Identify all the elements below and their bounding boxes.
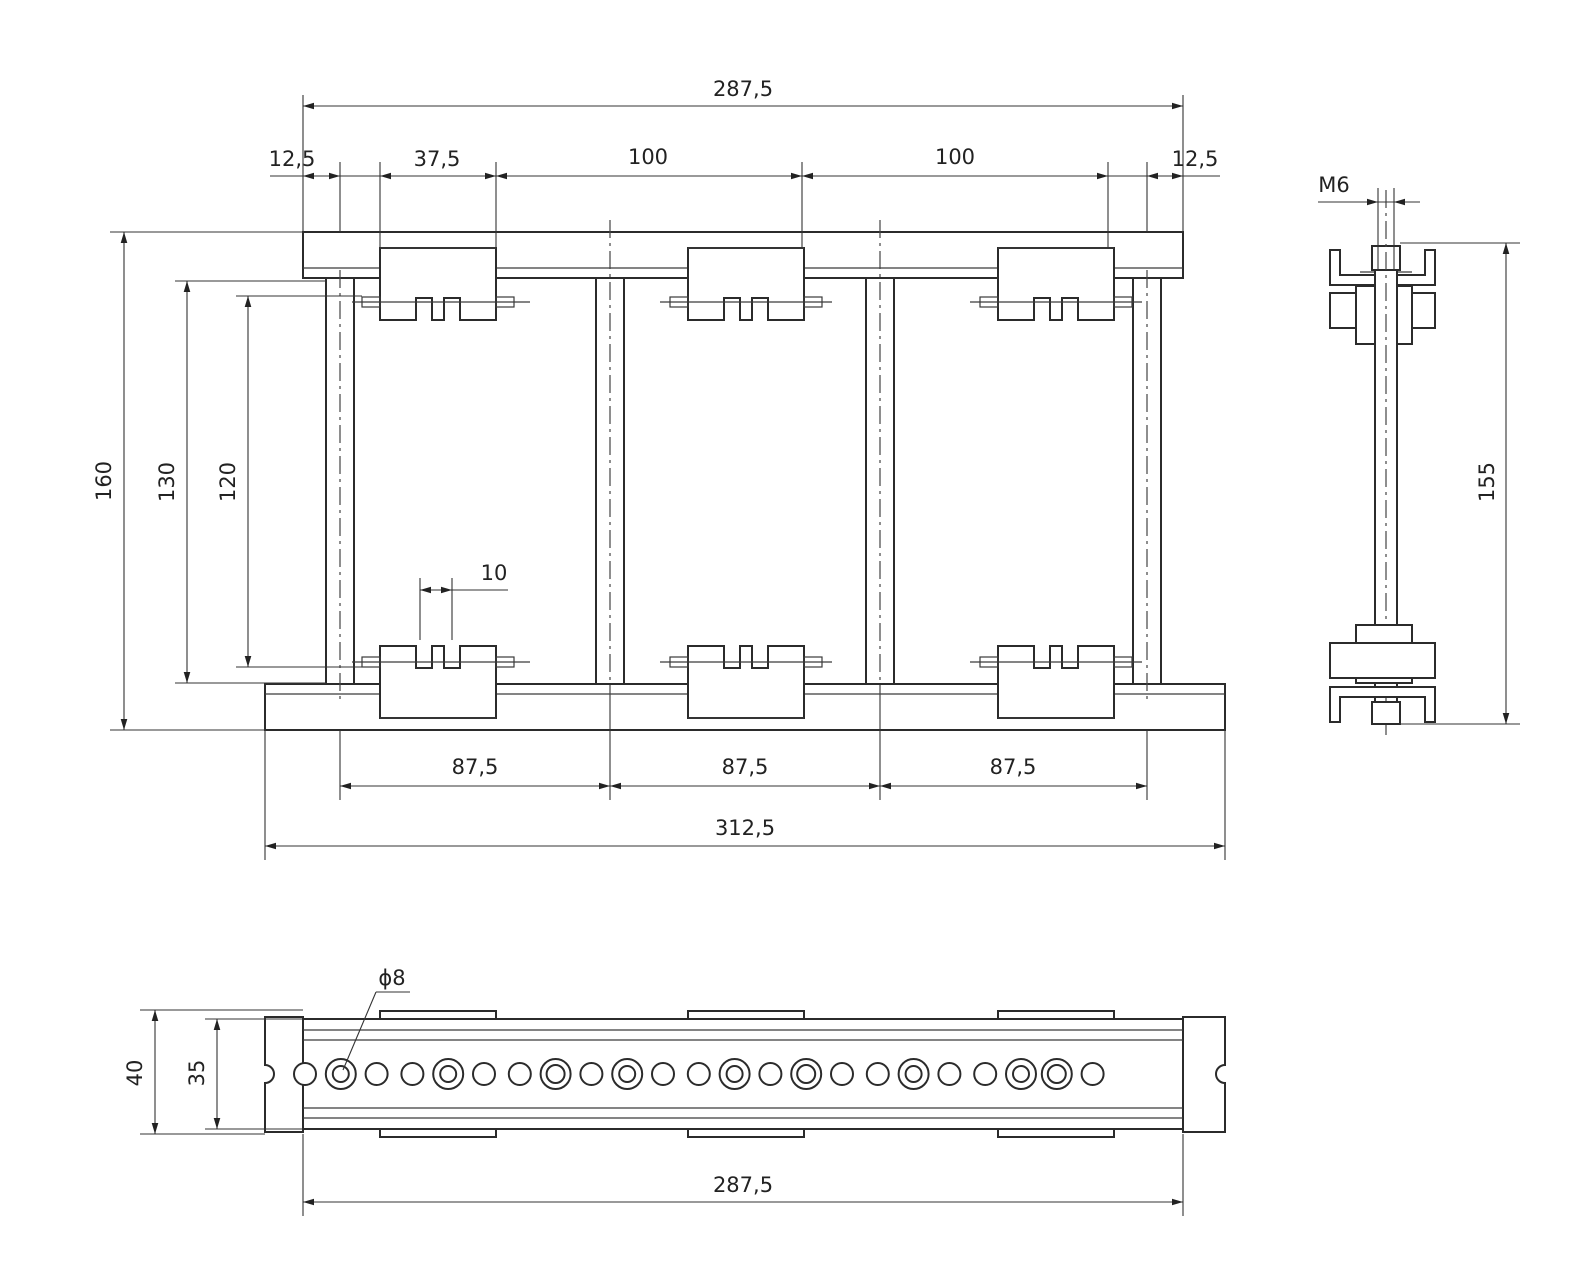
hole [830,1062,854,1086]
dim-rail-120: 120 [216,462,240,502]
dim-thread: M6 [1318,173,1349,197]
bottom-clips [352,645,1142,719]
hole-with-fastener [718,1058,751,1090]
dim-pitch-2: 100 [935,145,975,169]
dim-bracket-width: 37,5 [414,147,461,171]
dim-top-height-40: 40 [123,1060,147,1087]
left-dimensions: 160 130 120 [92,231,362,731]
hole [507,1062,532,1086]
vertical-rails [325,220,1162,700]
hole-with-fastener [539,1058,572,1090]
hole [686,1062,711,1086]
hole [293,1062,317,1086]
hole-with-fastener [1005,1058,1037,1090]
top-view: ϕ8 40 35 287,5 [123,966,1226,1216]
top-clips [352,247,1142,321]
dim-side-height: 155 [1475,462,1499,502]
dim-margin-left: 12,5 [269,147,316,171]
hole [579,1062,604,1086]
hole [758,1062,783,1086]
hole-with-fastener [611,1058,644,1090]
dim-overall-height: 160 [92,461,116,501]
hole [651,1062,675,1086]
hole [937,1062,962,1086]
slot-dimension: 10 [419,561,508,640]
dim-bay-3: 87,5 [990,755,1037,779]
dim-rail-130: 130 [155,462,179,502]
dim-slot-width: 10 [481,561,508,585]
dim-top-height-35: 35 [185,1060,209,1087]
hole [1080,1062,1105,1086]
hole-with-fastener [432,1058,465,1090]
dim-pitch-1: 100 [628,145,668,169]
hole [472,1062,496,1086]
bottom-dimensions: 87,5 87,5 87,5 312,5 [264,700,1226,860]
hole [865,1062,890,1086]
hole-with-fastener [897,1058,930,1090]
hole-with-fastener [324,1058,357,1090]
dim-overall-top: 287,5 [713,77,773,101]
hole [973,1062,998,1086]
dim-bay-1: 87,5 [452,755,499,779]
top-dimensions: 287,5 12,5 37,5 100 100 12,5 [269,77,1220,248]
hole [364,1062,389,1086]
dim-bay-2: 87,5 [722,755,769,779]
dim-hole-diameter: ϕ8 [378,966,405,990]
front-view: 287,5 12,5 37,5 100 100 12,5 160 [92,77,1226,860]
dim-top-length: 287,5 [713,1173,773,1197]
dim-margin-right: 12,5 [1172,147,1219,171]
mounting-holes [293,1058,1105,1090]
dim-overall-bottom: 312,5 [715,816,775,840]
hole-with-fastener [790,1058,823,1090]
side-view: M6 155 [1318,173,1520,740]
hole-with-fastener [1040,1058,1073,1090]
hole [400,1062,425,1086]
